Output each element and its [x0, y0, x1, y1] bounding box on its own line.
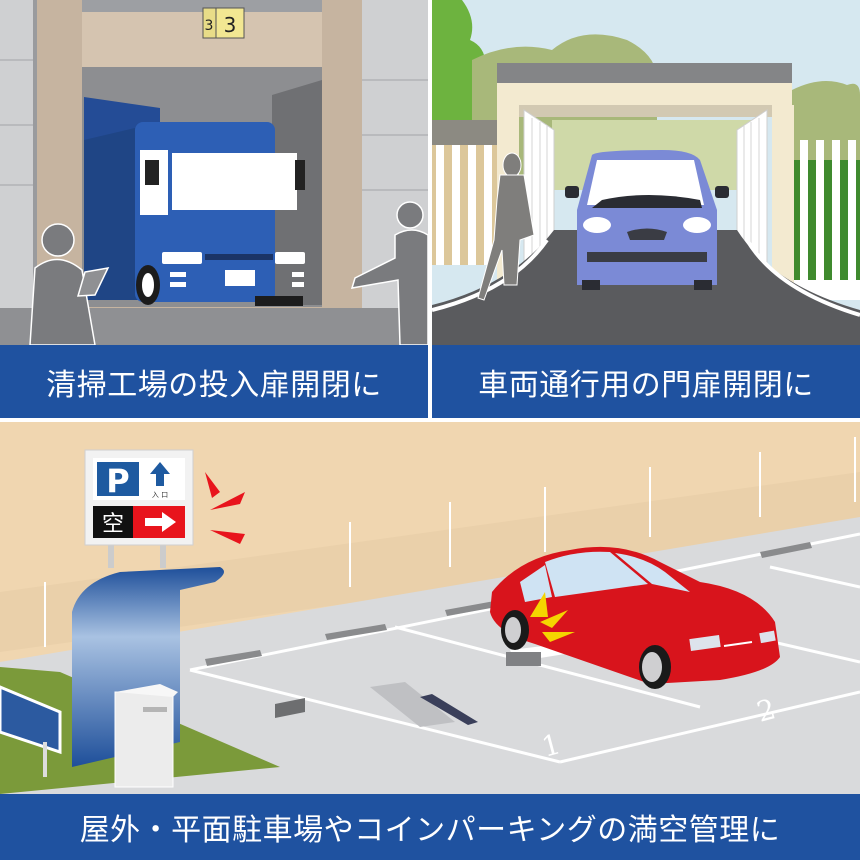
parking-p-symbol: P	[106, 462, 129, 500]
truck-icon	[84, 97, 305, 306]
caption-vehicle-gate: 車両通行用の門扉開閉に	[432, 345, 860, 418]
entrance-label: 入 口	[152, 491, 168, 499]
bay-number-sign: 3	[224, 13, 237, 37]
cleaning-plant-illustration: 3 3	[0, 0, 428, 345]
panel-parking-lot: 1 2	[0, 422, 860, 860]
car-icon	[565, 150, 729, 290]
red-car-icon	[490, 546, 780, 689]
detection-burst-icon	[530, 592, 575, 642]
panel-vehicle-gate: 車両通行用の門扉開閉に	[432, 0, 860, 418]
bay-number-side: 3	[205, 18, 214, 34]
vehicle-gate-illustration	[432, 0, 860, 345]
up-arrow-icon	[150, 462, 170, 486]
parking-status-sign: P 入 口 空	[84, 449, 194, 546]
pedestrian-silhouette-icon	[477, 152, 535, 301]
right-arrow-icon	[145, 512, 176, 532]
parking-lot-illustration: 1 2	[0, 422, 860, 794]
vacancy-status-label: 空	[102, 512, 124, 537]
panel-cleaning-plant: 3 3	[0, 0, 428, 418]
caption-parking-lot: 屋外・平面駐車場やコインパーキングの満空管理に	[0, 794, 860, 860]
worker-silhouette-icon	[29, 201, 428, 345]
caption-cleaning-plant: 清掃工場の投入扉開閉に	[0, 345, 428, 418]
alert-rays-icon	[205, 472, 245, 544]
